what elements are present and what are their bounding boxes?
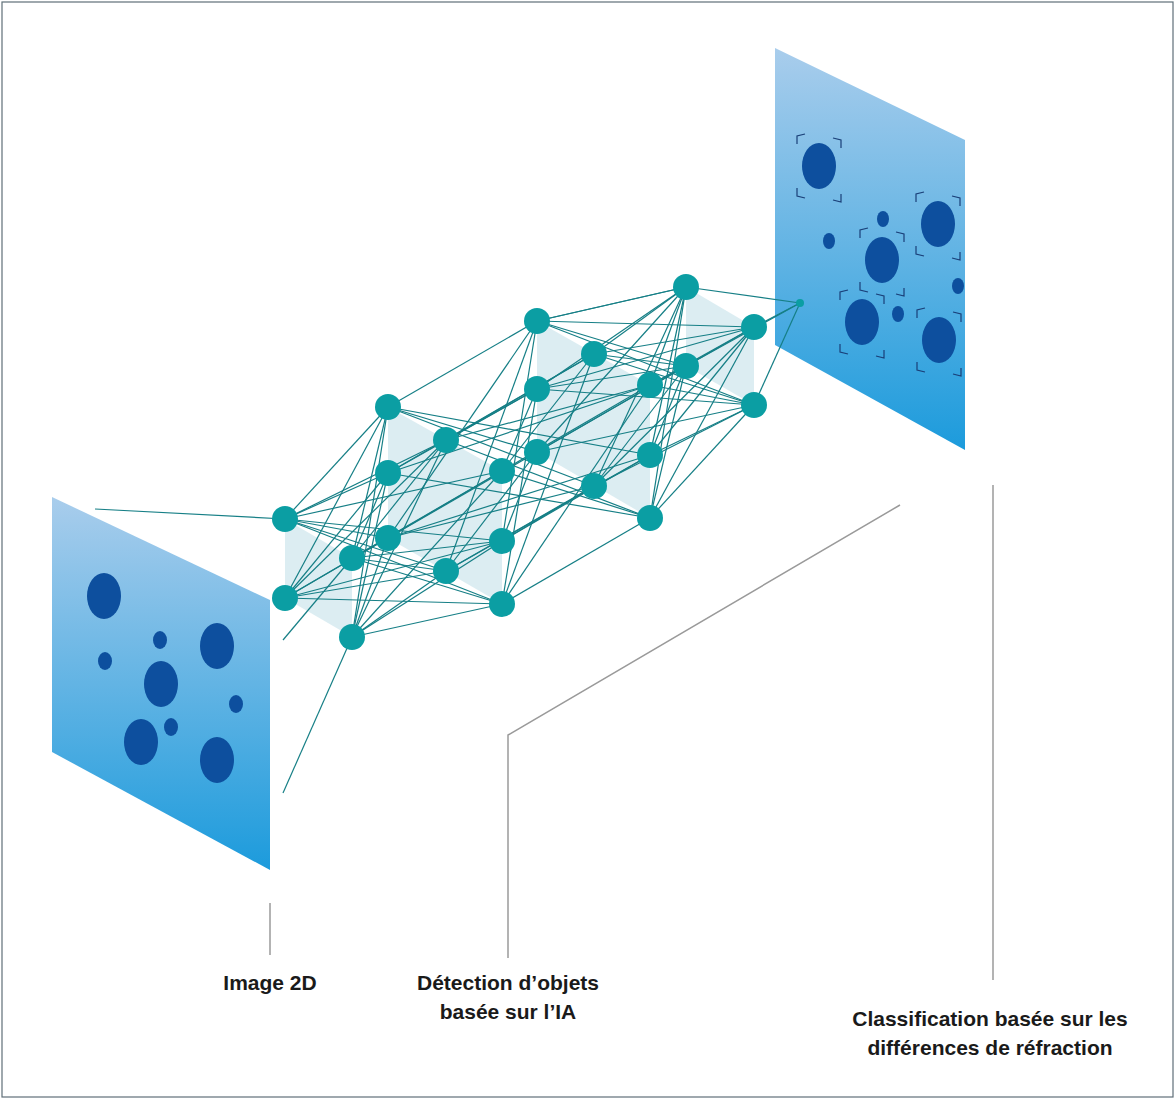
bracket-corner xyxy=(896,288,904,296)
network-link xyxy=(502,389,537,604)
network-link xyxy=(502,518,650,604)
neuron xyxy=(489,528,515,554)
network-link xyxy=(537,321,754,327)
neuron xyxy=(637,372,663,398)
bracket-corner xyxy=(833,194,841,202)
detection-brackets xyxy=(797,134,961,376)
bracket-corner xyxy=(952,196,960,206)
input-image-panel xyxy=(52,497,270,870)
neuron xyxy=(741,314,767,340)
network-link xyxy=(650,327,754,455)
neuron xyxy=(339,624,365,650)
neuron xyxy=(375,394,401,420)
bracket-corner xyxy=(917,308,925,318)
neuron xyxy=(637,442,663,468)
network-link xyxy=(352,471,502,637)
bracket-corner xyxy=(953,368,961,376)
network-link xyxy=(594,354,686,366)
network-link xyxy=(283,637,352,793)
network-link xyxy=(594,287,686,486)
bracket-corner xyxy=(953,312,961,322)
neuron xyxy=(524,439,550,465)
neuron xyxy=(375,460,401,486)
neuron xyxy=(489,458,515,484)
output-image-panel xyxy=(775,48,965,450)
network-link xyxy=(650,287,686,518)
output-dot xyxy=(796,299,804,307)
bracket-corner xyxy=(840,344,848,354)
network-link xyxy=(650,405,754,518)
network-link xyxy=(352,541,502,637)
network-link xyxy=(686,287,800,303)
neuron xyxy=(433,427,459,453)
network-link xyxy=(388,321,537,407)
network-link xyxy=(352,558,502,604)
bracket-corner xyxy=(916,192,924,202)
neuron xyxy=(741,392,767,418)
network-link xyxy=(446,455,650,571)
bracket-corner xyxy=(797,134,805,144)
bracket-corner xyxy=(876,350,884,358)
network-link xyxy=(446,321,537,571)
neuron xyxy=(489,591,515,617)
network-link xyxy=(352,558,446,571)
neuron xyxy=(581,473,607,499)
neuron xyxy=(433,558,459,584)
network-link xyxy=(650,327,754,518)
neuron xyxy=(339,545,365,571)
output-blobs xyxy=(802,143,964,363)
network-link xyxy=(502,385,650,604)
bracket-corner xyxy=(833,138,841,148)
network-link xyxy=(502,321,537,541)
neuron xyxy=(673,274,699,300)
network-link xyxy=(650,405,754,455)
network-link xyxy=(352,604,502,637)
network-link xyxy=(594,354,754,405)
neuron xyxy=(272,585,298,611)
caption-label: Classification basée sur les différences… xyxy=(820,1004,1160,1062)
caption-label: Détection d’objets basée sur l’IA xyxy=(393,968,623,1026)
bracket-corner xyxy=(860,282,868,292)
network-link xyxy=(594,327,754,486)
neuron xyxy=(637,505,663,531)
bracket-corner xyxy=(840,290,848,300)
neuron xyxy=(375,525,401,551)
network-link xyxy=(650,385,754,405)
network-link xyxy=(502,354,594,604)
neuron xyxy=(673,353,699,379)
bracket-corner xyxy=(952,252,960,260)
network-link xyxy=(537,287,686,389)
network-link xyxy=(285,440,446,519)
leader-lines xyxy=(270,485,993,980)
network-link xyxy=(537,321,754,405)
input-blobs xyxy=(87,573,243,783)
neuron xyxy=(524,376,550,402)
network-link xyxy=(686,303,800,366)
network-link xyxy=(95,509,285,519)
bracket-corner xyxy=(917,362,925,372)
bracket-corner xyxy=(797,188,805,198)
neuron xyxy=(524,308,550,334)
bracket-corner xyxy=(896,232,904,242)
neuron xyxy=(272,506,298,532)
network-link xyxy=(537,287,686,321)
network-link xyxy=(285,471,502,598)
caption-label: Image 2D xyxy=(170,968,370,997)
bracket-corner xyxy=(876,294,884,304)
bracket-corner xyxy=(860,228,868,238)
neuron xyxy=(581,341,607,367)
bracket-corner xyxy=(916,246,924,256)
